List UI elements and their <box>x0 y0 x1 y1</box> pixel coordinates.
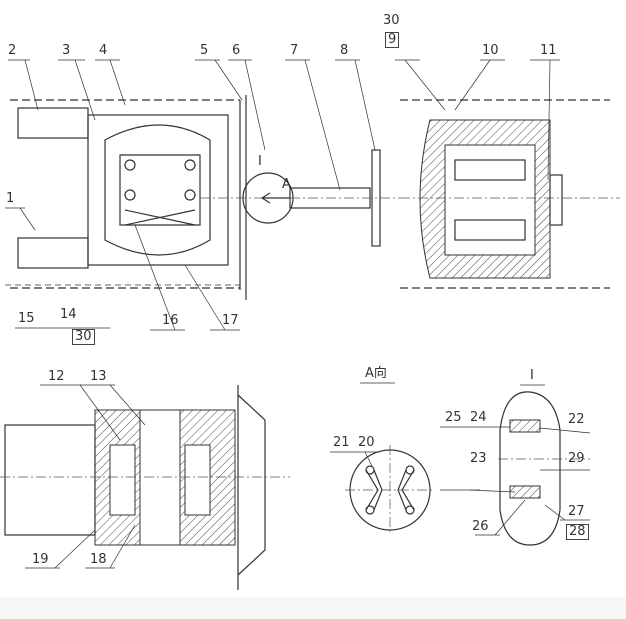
label-6: 6 <box>232 43 241 58</box>
label-2: 2 <box>8 43 17 58</box>
label-30-bottom: 30 <box>72 329 95 345</box>
bottom-section-view <box>0 385 290 590</box>
detail-title-i: I <box>530 368 534 383</box>
label-18: 18 <box>90 552 107 567</box>
label-1: 1 <box>6 191 15 206</box>
label-8: 8 <box>340 43 349 58</box>
label-24: 24 <box>470 410 487 425</box>
arrow-marker-a: A <box>282 177 291 192</box>
side-section-view <box>400 99 620 289</box>
bottom-margin <box>0 597 626 619</box>
label-28: 28 <box>566 524 589 540</box>
label-10: 10 <box>482 43 499 58</box>
label-7: 7 <box>290 43 299 58</box>
label-12: 12 <box>48 369 65 384</box>
label-13: 13 <box>90 369 107 384</box>
leader-lines <box>5 59 590 569</box>
label-15: 15 <box>18 311 35 326</box>
detail-marker-i: I <box>258 154 262 169</box>
label-22: 22 <box>568 412 585 427</box>
main-view <box>10 95 400 300</box>
label-11: 11 <box>540 43 557 58</box>
label-25: 25 <box>445 410 462 425</box>
label-26: 26 <box>472 519 489 534</box>
label-14: 14 <box>60 307 77 322</box>
view-a-title: A向 <box>365 366 387 381</box>
label-30-top: 30 <box>383 13 400 28</box>
label-27: 27 <box>568 504 585 519</box>
label-20: 20 <box>358 435 375 450</box>
label-4: 4 <box>99 43 108 58</box>
label-3: 3 <box>62 43 71 58</box>
label-17: 17 <box>222 313 239 328</box>
detail-i-view <box>440 391 591 546</box>
label-29: 29 <box>568 451 585 466</box>
label-9: 9 <box>385 32 400 48</box>
label-16: 16 <box>162 313 179 328</box>
view-a <box>345 445 435 535</box>
label-5: 5 <box>200 43 209 58</box>
label-23: 23 <box>470 451 487 466</box>
label-19: 19 <box>32 552 49 567</box>
label-21: 21 <box>333 435 350 450</box>
